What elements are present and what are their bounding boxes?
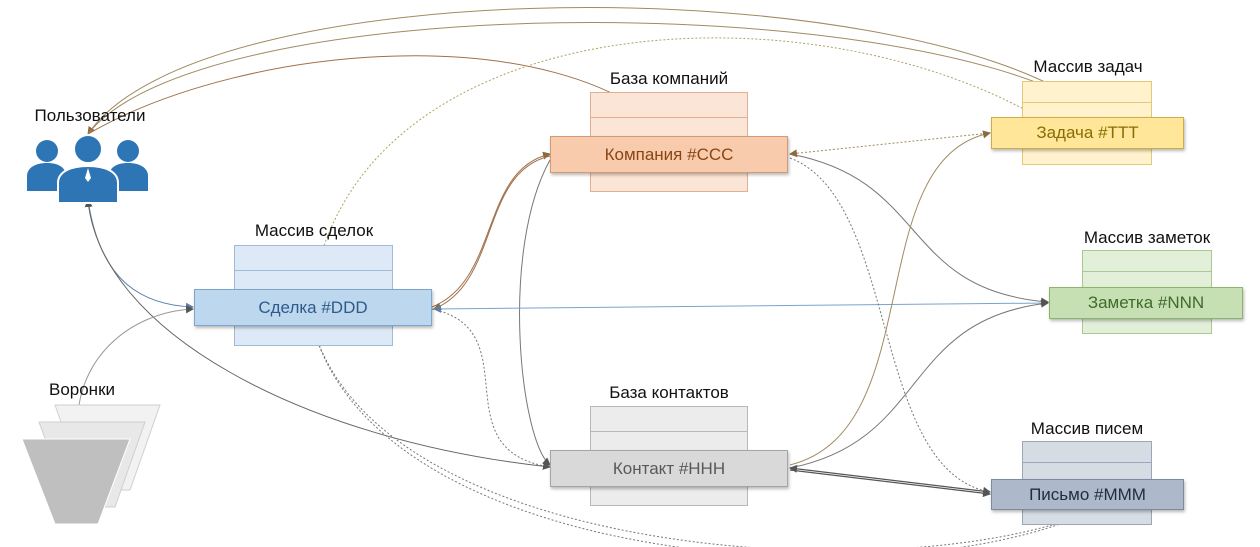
arrow-deal-company: [431, 151, 551, 308]
users-title: Пользователи: [34, 106, 146, 125]
arrow-contact-users: [84, 199, 551, 468]
email-node[interactable]: Письмо #MMM: [991, 479, 1184, 510]
tasks-title: Массив задач: [1033, 57, 1143, 76]
companies-title: База компаний: [609, 69, 729, 88]
arrow-task-deal: [310, 37, 1041, 290]
task-node[interactable]: Задача #TTT: [991, 117, 1184, 149]
contact-node[interactable]: Контакт #HHH: [550, 450, 788, 487]
arrow-task-users: [87, 7, 1091, 135]
funnels-title: Воронки: [48, 380, 116, 399]
deals-title: Массив сделок: [254, 221, 374, 240]
note-node[interactable]: Заметка #NNN: [1049, 287, 1243, 319]
arrow-company-contact: [519, 159, 551, 466]
arrow-email-contact: [789, 464, 991, 493]
arrow-contact-note: [789, 299, 1049, 469]
arrow-users-deal: [87, 199, 194, 311]
arrow-contact-task: [789, 130, 991, 466]
arrow-users-task: [87, 22, 1091, 135]
emails-title: Массив писем: [1030, 419, 1144, 438]
company-node[interactable]: Компания #CCC: [550, 136, 788, 173]
arrow-company-deal: [433, 155, 551, 311]
arrow-email-deal: [311, 326, 1091, 547]
arrow-deal-email: [312, 326, 1091, 547]
arrow-company-email: [789, 157, 991, 495]
arrow-deal-contact: [431, 308, 551, 470]
arrow-note-deal: [433, 302, 1049, 313]
arrow-company-note: [789, 153, 1049, 306]
notes-title: Массив заметок: [1083, 228, 1211, 247]
arrow-contact-email: [789, 469, 991, 498]
arrow-users-company: [87, 55, 671, 135]
deal-node[interactable]: Сделка #DDD: [194, 289, 432, 326]
users-group-icon: [27, 134, 148, 204]
funnel-icon: [21, 404, 161, 525]
contacts-title: База контактов: [609, 383, 729, 402]
arrow-task-company: [789, 132, 991, 158]
